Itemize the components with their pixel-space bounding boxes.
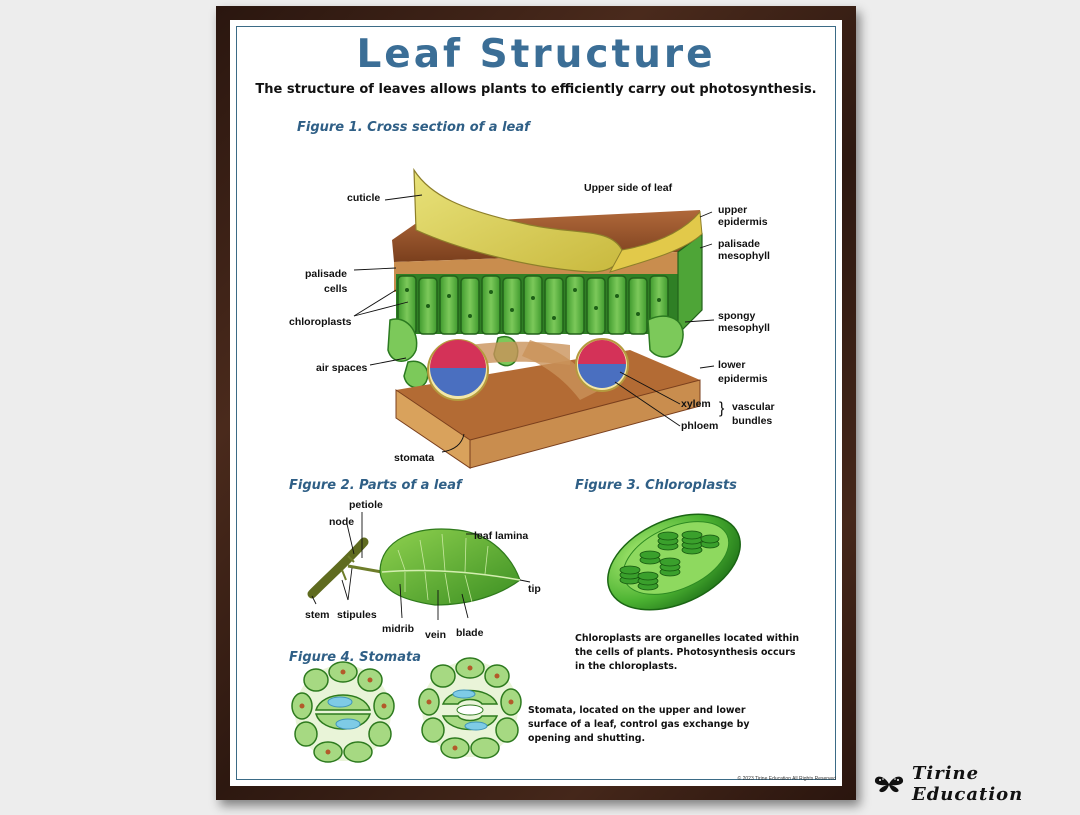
poster: Leaf Structure The structure of leaves a… bbox=[230, 20, 842, 786]
label-vascular-bundles-2: bundles bbox=[732, 415, 773, 427]
stomata-text-3: opening and shutting. bbox=[528, 733, 646, 744]
butterfly-icon bbox=[874, 776, 904, 793]
picture-frame: Leaf Structure The structure of leaves a… bbox=[216, 6, 856, 800]
label-leaf-lamina: leaf lamina bbox=[474, 530, 529, 542]
label-spongy-mesophyll-1: spongy bbox=[718, 310, 756, 322]
label-upper-side: Upper side of leaf bbox=[584, 182, 673, 194]
label-petiole: petiole bbox=[349, 499, 383, 511]
stomata-text-1: Stomata, located on the upper and lower bbox=[528, 705, 746, 716]
vascular-bundle-left bbox=[427, 339, 489, 401]
poster-border bbox=[236, 26, 836, 780]
label-stem: stem bbox=[305, 609, 330, 621]
label-midrib: midrib bbox=[382, 623, 415, 635]
chloroplast-illustration bbox=[607, 513, 741, 611]
copyright-notice: © 2023 Tirine Education All Rights Reser… bbox=[737, 776, 836, 782]
label-upper-epidermis-1: upper bbox=[718, 204, 748, 216]
poster-title: Leaf Structure bbox=[356, 32, 716, 77]
stoma-closed bbox=[291, 661, 395, 763]
stomata-text-2: surface of a leaf, control gas exchange … bbox=[528, 719, 750, 730]
palisade-layer bbox=[396, 274, 678, 335]
brand-watermark: Tirine Education bbox=[874, 763, 1080, 805]
label-lower-epidermis-1: lower bbox=[718, 359, 746, 371]
label-node: node bbox=[329, 516, 355, 528]
stoma-open bbox=[418, 657, 522, 759]
label-cuticle: cuticle bbox=[347, 192, 381, 204]
label-blade: blade bbox=[456, 627, 484, 639]
leaf-parts-illustration bbox=[307, 512, 531, 620]
label-palisade-cells-1: palisade bbox=[305, 268, 348, 280]
label-phloem: phloem bbox=[681, 420, 719, 432]
chloroplast-text-3: in the chloroplasts. bbox=[575, 661, 678, 672]
stomata-illustration bbox=[291, 657, 522, 763]
label-chloroplasts: chloroplasts bbox=[289, 316, 352, 328]
label-upper-epidermis-2: epidermis bbox=[718, 216, 768, 228]
label-palisade-mesophyll-2: mesophyll bbox=[718, 250, 770, 262]
chloroplast-text-1: Chloroplasts are organelles located with… bbox=[575, 633, 800, 644]
label-vein: vein bbox=[425, 629, 447, 641]
vascular-brace: } bbox=[719, 400, 725, 417]
label-stomata: stomata bbox=[394, 452, 435, 464]
brand-name: Tirine Education bbox=[912, 763, 1024, 805]
label-vascular-bundles-1: vascular bbox=[732, 401, 775, 413]
chloroplast-text-2: the cells of plants. Photosynthesis occu… bbox=[575, 647, 796, 658]
figure3-caption: Figure 3. Chloroplasts bbox=[575, 478, 737, 493]
vascular-bundle-right bbox=[575, 338, 629, 392]
label-palisade-cells-2: cells bbox=[324, 283, 348, 295]
label-spongy-mesophyll-2: mesophyll bbox=[718, 322, 770, 334]
label-palisade-mesophyll-1: palisade bbox=[718, 238, 761, 250]
label-xylem: xylem bbox=[681, 398, 711, 410]
figure4-caption: Figure 4. Stomata bbox=[289, 650, 421, 665]
figure2-caption: Figure 2. Parts of a leaf bbox=[289, 478, 462, 493]
label-lower-epidermis-2: epidermis bbox=[718, 373, 768, 385]
poster-subtitle: The structure of leaves allows plants to… bbox=[255, 82, 817, 97]
label-tip: tip bbox=[528, 583, 541, 595]
leaf-cross-section-illustration bbox=[353, 167, 715, 469]
figure1-caption: Figure 1. Cross section of a leaf bbox=[297, 120, 530, 135]
label-air-spaces: air spaces bbox=[316, 362, 368, 374]
label-stipules: stipules bbox=[337, 609, 377, 621]
